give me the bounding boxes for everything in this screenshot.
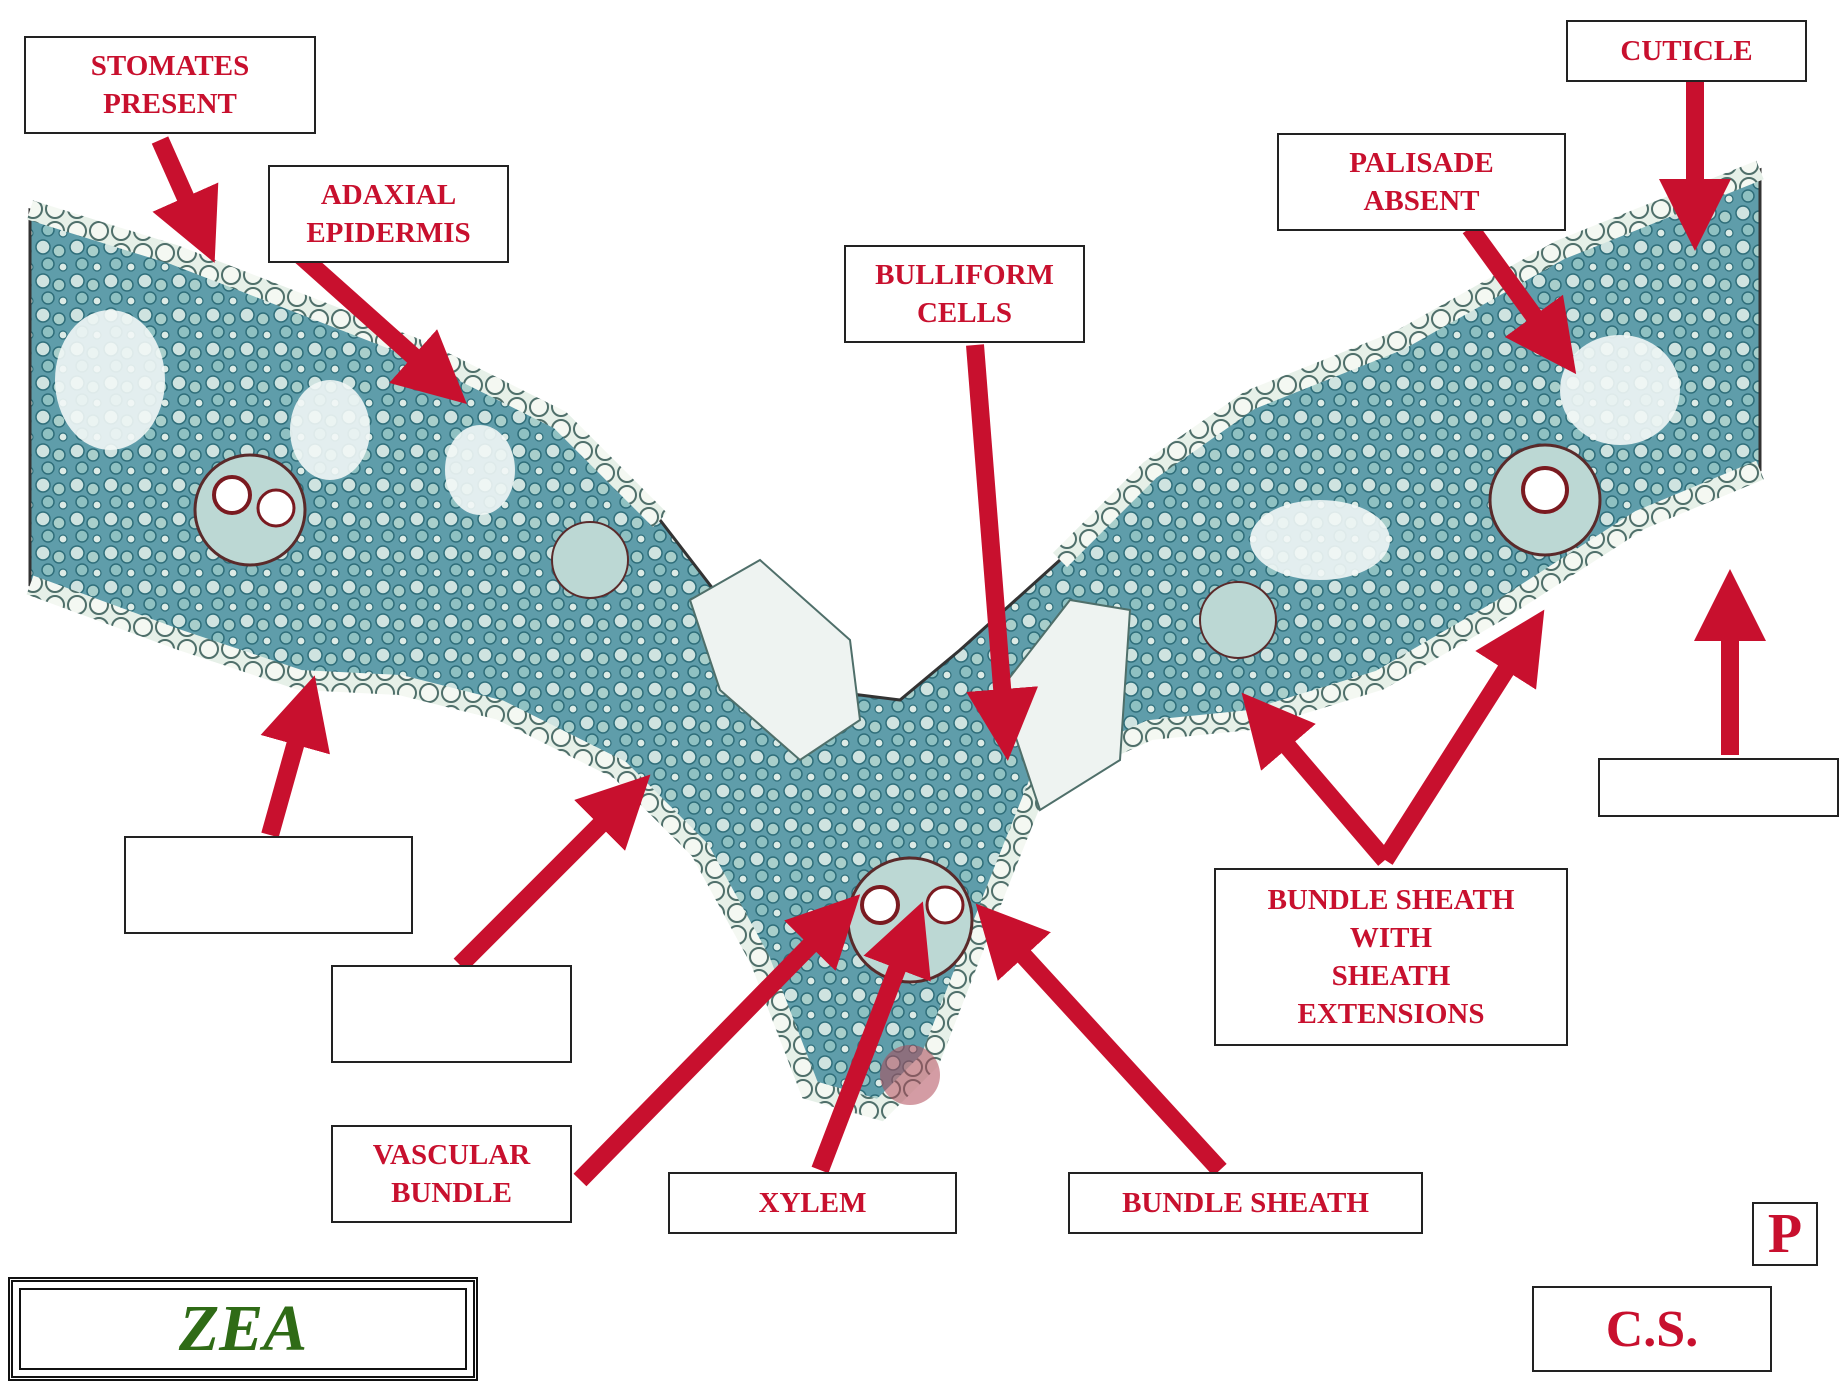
genus-box: ZEA [8, 1277, 478, 1381]
section-box: C.S. [1532, 1286, 1772, 1372]
blank-label-box-3[interactable] [1598, 758, 1839, 817]
arrow-blank1 [270, 710, 305, 835]
blank-label-box-1[interactable] [124, 836, 413, 934]
label-bundle-sheath: BUNDLE SHEATH [1068, 1172, 1423, 1234]
label-vascular-bundle: VASCULAR BUNDLE [331, 1125, 572, 1223]
label-stomates-present: STOMATES PRESENT [24, 36, 316, 134]
label-bundle-sheath-extensions: BUNDLE SHEATH WITH SHEATH EXTENSIONS [1214, 868, 1568, 1046]
label-palisade-absent: PALISADE ABSENT [1277, 133, 1566, 231]
blank-label-box-2[interactable] [331, 965, 572, 1063]
marker-box: P [1752, 1202, 1818, 1266]
arrow-bundle-sheath [1000, 930, 1220, 1170]
arrow-sheath-ext-a [1265, 720, 1385, 860]
arrow-blank2 [460, 800, 625, 965]
arrow-stomates [160, 140, 200, 230]
label-adaxial-epidermis: ADAXIAL EPIDERMIS [268, 165, 509, 263]
label-bulliform-cells: BULLIFORM CELLS [844, 245, 1085, 343]
genus-name: ZEA [179, 1291, 307, 1367]
label-cuticle: CUTICLE [1566, 20, 1807, 82]
label-xylem: XYLEM [668, 1172, 957, 1234]
